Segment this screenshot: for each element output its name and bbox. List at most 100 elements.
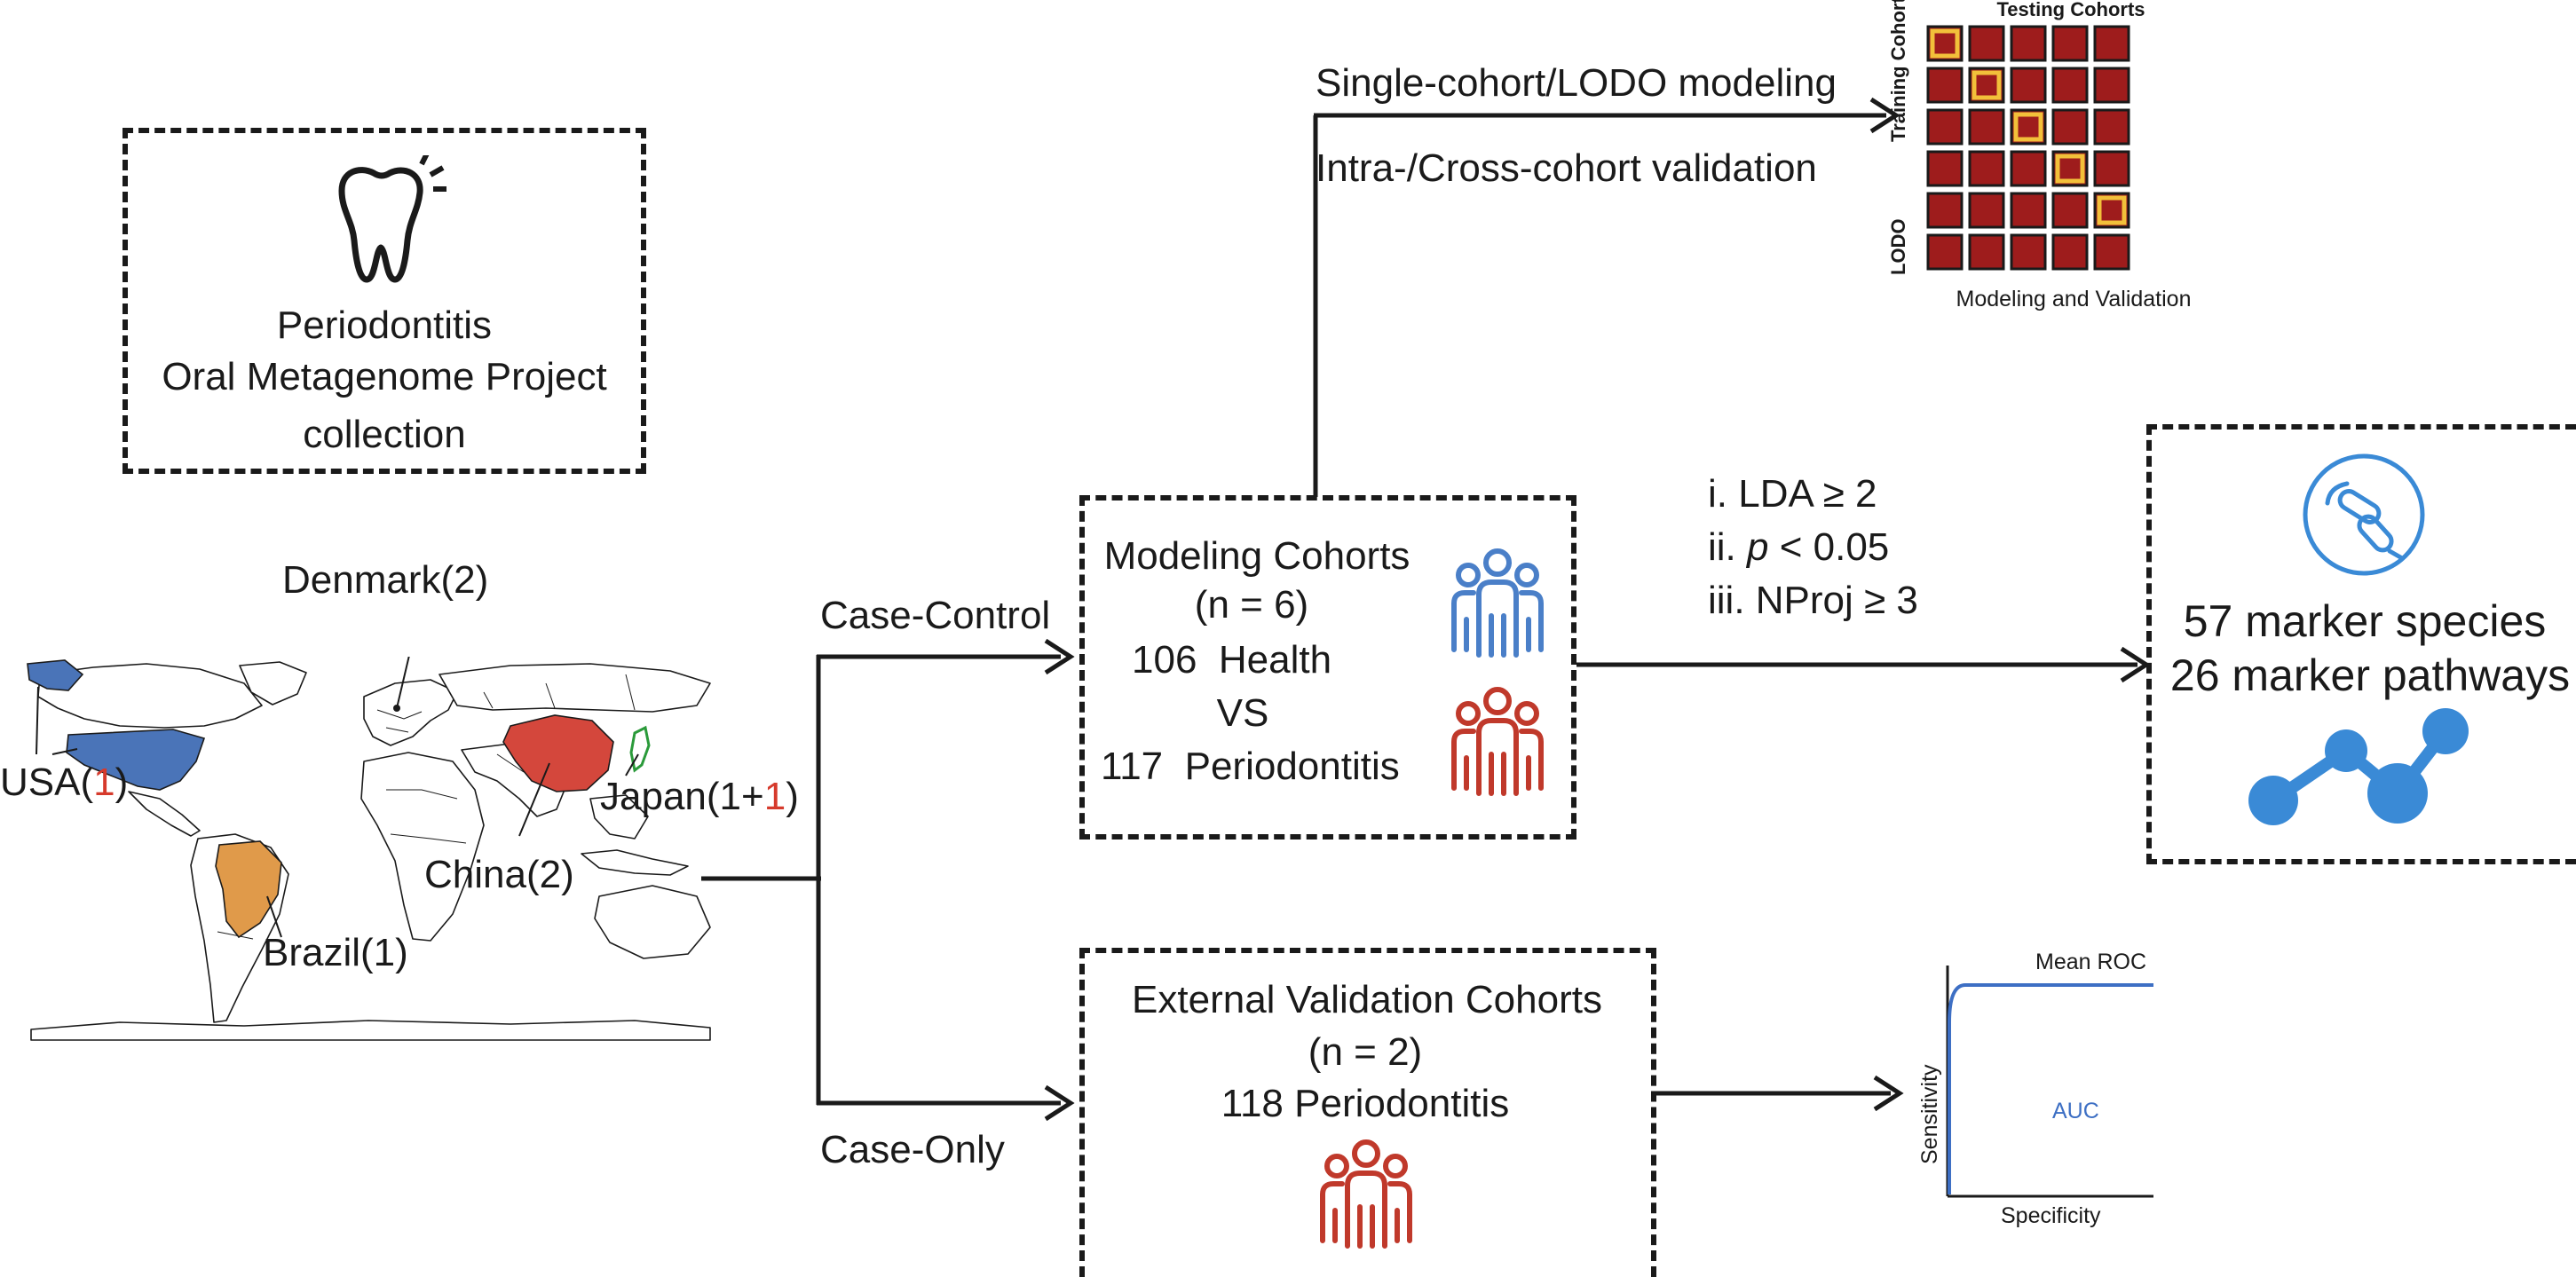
disease-count: 117: [1101, 745, 1164, 788]
china-shape: [502, 714, 614, 792]
usa-label-suffix: ): [115, 761, 129, 804]
external-to-roc-arrowhead: [1873, 1075, 1904, 1112]
brazil-shape: [215, 840, 282, 939]
pathway-node: [2422, 708, 2469, 754]
japan-label-prefix: Japan(1+: [600, 775, 764, 818]
grid-cell: [1968, 108, 2005, 146]
roc-auc-label: AUC: [2052, 1099, 2099, 1123]
china-label: China(2): [424, 853, 574, 896]
external-group-icon: [1320, 1139, 1412, 1249]
external-disease-line: 118 Periodontitis: [1221, 1082, 1510, 1125]
japan-shape: [629, 725, 651, 773]
tooth-icon: [338, 155, 446, 283]
external-title: External Validation Cohorts: [1132, 978, 1602, 1021]
grid-cell: [1926, 192, 1964, 229]
denmark-pointer: [396, 657, 410, 709]
usa-label: USA(1): [0, 763, 128, 802]
grid-cell: [2051, 67, 2089, 104]
grid-cell: [2010, 150, 2047, 187]
grid-cell: [1926, 67, 1964, 104]
grid-cell: [2093, 67, 2130, 104]
health-row: 106 Health: [1132, 641, 1331, 680]
grid-cell: [1968, 150, 2005, 187]
modeling-to-grid-arrowhead: [1869, 97, 1900, 134]
pathway-node: [2325, 729, 2367, 772]
vs-label: VS: [1216, 691, 1269, 735]
health-count: 106: [1132, 638, 1197, 682]
disease-group-icon: [1451, 687, 1544, 796]
grid-cell-highlight: [1972, 70, 2002, 100]
roc-curve: [1948, 983, 2153, 1194]
grid-cell: [2093, 150, 2130, 187]
roc-plot: [1946, 966, 2153, 1198]
alaska-shape: [27, 659, 84, 691]
usa-pointer-2: [51, 748, 78, 755]
grid-side-label: Training Cohorts: [1887, 0, 1909, 142]
grid-bottom-label: Modeling and Validation: [1956, 287, 2192, 311]
usa-pointer-1: [36, 686, 39, 755]
health-label: Health: [1218, 638, 1332, 682]
criteria-line2-p: p: [1747, 525, 1769, 569]
usa-label-prefix: USA(: [0, 761, 94, 804]
project-box: [122, 128, 646, 474]
grid-cell-highlight: [2097, 195, 2127, 225]
bacteria-icon: [2303, 453, 2425, 576]
project-title-line1: Periodontitis: [276, 303, 493, 347]
grid-cell: [1926, 108, 1964, 146]
grid-cell: [1926, 150, 1964, 187]
grid-top-label: Testing Cohorts: [1996, 0, 2145, 20]
pathway-node: [2248, 776, 2298, 825]
external-validation-box: [1079, 948, 1656, 1277]
external-n: (n = 2): [1308, 1030, 1423, 1074]
disease-row: 117 Periodontitis: [1101, 747, 1400, 786]
japan-label-suffix: ): [786, 775, 799, 818]
markers-box: [2146, 424, 2576, 864]
marker-pathways-label: 26 marker pathways: [2169, 650, 2571, 700]
usa-label-count: 1: [93, 761, 115, 804]
criteria-line2: ii. p < 0.05: [1708, 528, 1889, 567]
modeling-method-line2: Intra-/Cross-cohort validation: [1316, 146, 1817, 190]
modeling-cohorts-box: [1079, 495, 1576, 840]
grid-cell: [2051, 108, 2089, 146]
pathway-node: [2367, 763, 2428, 824]
grid-cell: [2010, 233, 2047, 271]
roc-ylabel: Sensitivity: [1917, 1064, 1942, 1164]
grid-cell: [2093, 25, 2130, 62]
japan-pointer: [625, 753, 639, 776]
grid-cell: [2093, 233, 2130, 271]
usa-shape: [66, 729, 206, 791]
grid-cell: [1926, 233, 1964, 271]
case-only-label: Case-Only: [820, 1128, 1005, 1171]
grid-cell-highlight: [2055, 154, 2085, 184]
roc-xlabel: Specificity: [2001, 1203, 2101, 1228]
modeling-n: (n = 6): [1194, 583, 1309, 627]
project-title-line3: collection: [303, 413, 466, 456]
grid-cell: [2051, 233, 2089, 271]
case-only-arrowhead: [1044, 1084, 1075, 1122]
health-group-icon: [1451, 548, 1544, 658]
grid-cell-highlight: [1930, 28, 1960, 59]
pathway-network-icon: [2248, 708, 2469, 825]
grid-cell: [2093, 108, 2130, 146]
grid-cell: [1968, 192, 2005, 229]
case-control-label: Case-Control: [820, 594, 1051, 637]
validation-grid: [1926, 25, 2130, 271]
roc-title: Mean ROC: [2035, 950, 2147, 974]
grid-cell-highlight: [2013, 112, 2043, 142]
case-control-arrowhead: [1044, 638, 1075, 675]
japan-label-count: 1: [763, 775, 786, 818]
grid-cell: [2051, 192, 2089, 229]
brazil-pointer: [266, 895, 282, 938]
grid-cell: [2051, 25, 2089, 62]
criteria-line2-prefix: ii.: [1708, 525, 1747, 569]
brazil-label: Brazil(1): [263, 931, 408, 974]
grid-cell: [2010, 67, 2047, 104]
modeling-title: Modeling Cohorts: [1103, 534, 1410, 578]
grid-cell: [2010, 25, 2047, 62]
disease-label: Periodontitis: [1184, 745, 1400, 788]
project-title-line2: Oral Metagenome Project: [162, 355, 607, 398]
marker-species-label: 57 marker species: [2183, 596, 2547, 646]
japan-label: Japan(1+1): [600, 777, 799, 816]
